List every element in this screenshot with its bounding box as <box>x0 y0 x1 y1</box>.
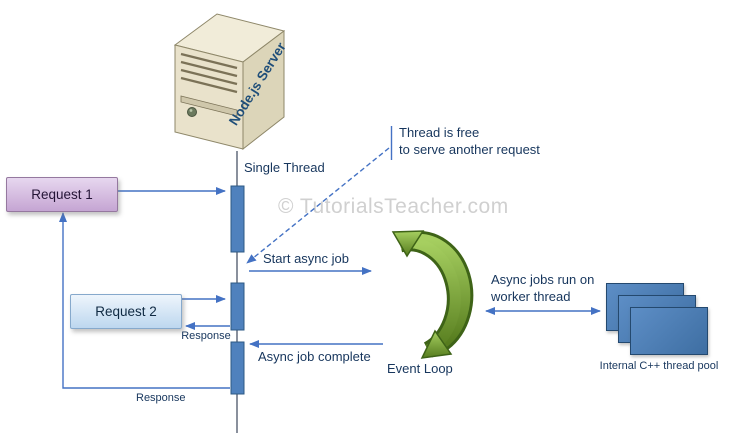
worker-thread-label: Async jobs run on worker thread <box>491 271 594 305</box>
server-icon <box>173 13 286 151</box>
thread-free-line1: Thread is free <box>399 125 480 140</box>
worker-thread-line1: Async jobs run on <box>491 272 595 287</box>
event-loop-right-arc <box>411 233 471 348</box>
activation-bar-3 <box>230 341 245 395</box>
activation-bar-1 <box>230 185 245 253</box>
server-vent <box>180 52 238 70</box>
event-loop-cycle-icon <box>391 230 474 359</box>
request1-label: Request 1 <box>31 187 93 202</box>
single-thread-label: Single Thread <box>244 160 325 175</box>
request1-box: Request 1 <box>6 177 118 212</box>
server-power-button-icon <box>187 107 197 117</box>
event-loop-left-arc <box>398 237 461 355</box>
thread-free-label: Thread is free to serve another request <box>399 124 540 158</box>
thread-pool-label: Internal C++ thread pool <box>599 360 719 372</box>
event-loop-label: Event Loop <box>387 361 453 376</box>
response2-label: Response <box>181 330 231 342</box>
request2-box: Request 2 <box>70 294 182 329</box>
event-loop-top-arrowhead <box>391 230 425 258</box>
request2-label: Request 2 <box>95 304 157 319</box>
thread-free-line2: to serve another request <box>399 142 540 157</box>
response1-arrow <box>59 212 230 389</box>
server-vent <box>180 68 238 86</box>
activation-bar-2 <box>230 282 245 331</box>
server-vent <box>180 60 238 78</box>
server-power-button-highlight <box>189 109 193 112</box>
worker-thread-line2: worker thread <box>491 289 571 304</box>
server-drive-bay <box>180 95 238 117</box>
start-async-label: Start async job <box>263 251 349 266</box>
thread-pool-rect-3 <box>630 307 708 355</box>
async-complete-label: Async job complete <box>258 349 371 364</box>
event-loop-bottom-arrowhead <box>420 329 453 359</box>
server-front-face <box>174 44 244 150</box>
server-vent <box>180 76 238 94</box>
watermark: © TutorialsTeacher.com <box>278 195 509 218</box>
thread-free-arrow <box>246 147 390 264</box>
response1-label: Response <box>136 392 186 404</box>
